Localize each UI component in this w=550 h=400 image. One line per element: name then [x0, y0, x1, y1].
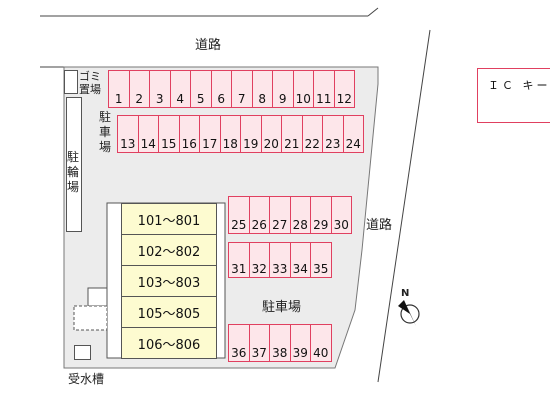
- parking-stall-19: 19: [240, 115, 262, 153]
- garbage-area-box: [64, 70, 78, 94]
- parking-stall-26: 26: [248, 196, 270, 234]
- parking-stall-14: 14: [137, 115, 159, 153]
- parking-stall-11: 11: [313, 70, 335, 108]
- parking-stall-16: 16: [178, 115, 200, 153]
- parking-stall-36: 36: [228, 324, 250, 362]
- unit-stack-4: 105～805: [121, 296, 217, 328]
- water-tank-label: 受水槽: [68, 372, 105, 386]
- bicycle-parking-label: 駐輪場: [66, 150, 79, 194]
- parking-stall-30: 30: [330, 196, 352, 234]
- unit-stack-3: 103～803: [121, 265, 217, 297]
- road-label-top: 道路: [195, 38, 222, 53]
- unit-stack-2: 102～802: [121, 234, 217, 266]
- bicycle-parking-area: [66, 97, 82, 232]
- parking-stall-40: 40: [310, 324, 332, 362]
- ic-key-label: ＩＣ キー: [488, 79, 550, 92]
- parking-stall-10: 10: [292, 70, 314, 108]
- ic-key-box: ＩＣ キー: [477, 68, 550, 123]
- parking-stall-22: 22: [301, 115, 323, 153]
- parking-stall-23: 23: [322, 115, 344, 153]
- parking-stall-18: 18: [219, 115, 241, 153]
- parking-stall-17: 17: [199, 115, 221, 153]
- parking-stall-38: 38: [269, 324, 291, 362]
- parking-label-north: 駐車場: [98, 110, 111, 154]
- parking-stall-24: 24: [342, 115, 364, 153]
- parking-label-center: 駐車場: [262, 300, 302, 315]
- road-label-right: 道路: [366, 218, 393, 233]
- parking-stall-28: 28: [289, 196, 311, 234]
- unit-stack-1: 101～801: [121, 203, 217, 235]
- parking-stall-35: 35: [310, 242, 332, 278]
- parking-stall-2: 2: [128, 70, 150, 108]
- compass-north-label: N: [401, 288, 410, 299]
- parking-stall-25: 25: [228, 196, 250, 234]
- unit-stack-5: 106～806: [121, 327, 217, 359]
- parking-stall-27: 27: [269, 196, 291, 234]
- garbage-area-label: ゴミ置場: [79, 70, 101, 96]
- parking-stall-21: 21: [281, 115, 303, 153]
- water-tank-box: [74, 345, 91, 360]
- parking-stall-34: 34: [289, 242, 311, 278]
- parking-stall-12: 12: [333, 70, 355, 108]
